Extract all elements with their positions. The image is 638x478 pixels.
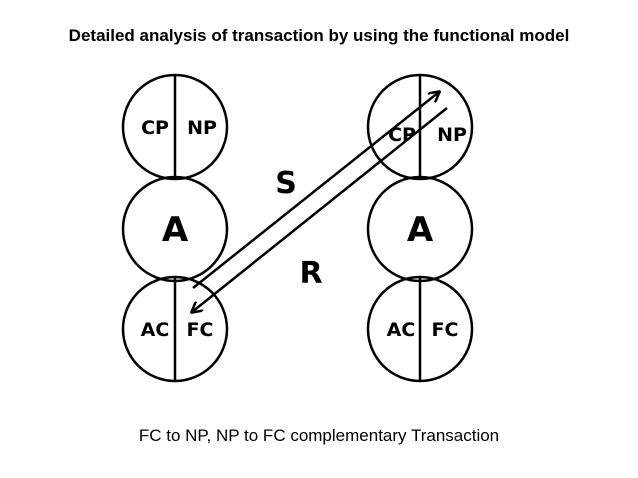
right-np-label: NP xyxy=(437,124,467,146)
right-cp-label: CP xyxy=(388,124,416,146)
stimulus-label: S xyxy=(275,166,297,201)
right-fc-label: FC xyxy=(432,319,459,341)
left-cp-label: CP xyxy=(141,117,169,139)
left-fc-label: FC xyxy=(187,319,214,341)
response-arrow xyxy=(192,107,448,312)
diagram-caption: FC to NP, NP to FC complementary Transac… xyxy=(138,426,500,445)
stimulus-arrow xyxy=(192,92,439,289)
diagram-title: Detailed analysis of transaction by usin… xyxy=(68,26,570,45)
left-ac-label: AC xyxy=(141,319,170,341)
left-np-label: NP xyxy=(187,117,217,139)
right-ac-label: AC xyxy=(387,319,416,341)
right-adult-label: A xyxy=(407,210,434,250)
response-label: R xyxy=(299,256,322,291)
left-ego-state-model: CP NP A AC FC xyxy=(121,73,229,383)
left-adult-label: A xyxy=(162,210,189,250)
right-ego-state-model: CP NP A AC FC xyxy=(366,73,474,383)
